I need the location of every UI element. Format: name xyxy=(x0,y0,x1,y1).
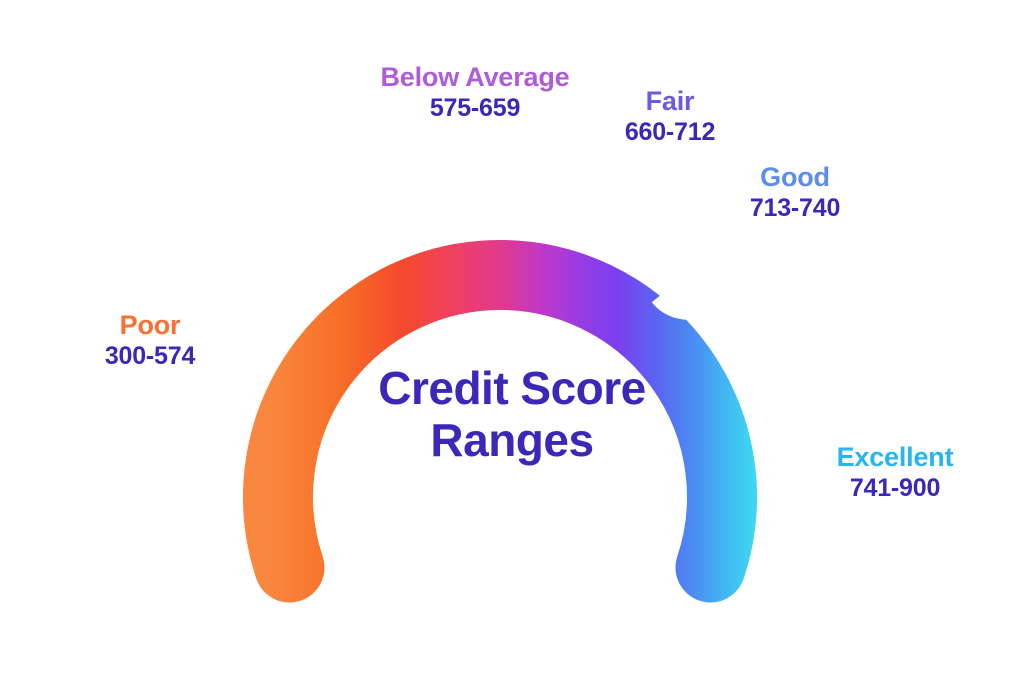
segment-label-below-average: Below Average 575-659 xyxy=(340,62,610,122)
segment-label-fair-range: 660-712 xyxy=(624,118,716,147)
segment-label-poor: Poor 300-574 xyxy=(40,310,260,370)
segment-label-below-average-range: 575-659 xyxy=(429,94,521,123)
separator-poor-below-average xyxy=(368,152,441,242)
chart-title-line-1: Credit Score xyxy=(378,362,646,414)
segment-label-excellent-name: Excellent xyxy=(836,442,954,472)
segment-label-poor-name: Poor xyxy=(119,310,181,340)
segment-label-good: Good 713-740 xyxy=(705,162,885,222)
segment-label-fair: Fair 660-712 xyxy=(585,86,755,146)
gauge-band-group xyxy=(243,239,757,603)
segment-label-good-name: Good xyxy=(760,162,830,192)
segment-label-excellent-range: 741-900 xyxy=(849,474,941,503)
segment-label-below-average-name: Below Average xyxy=(380,62,570,92)
segment-label-fair-name: Fair xyxy=(645,86,695,116)
separator-fair-good xyxy=(609,174,693,271)
separator-good-excellent xyxy=(651,245,734,320)
chart-title: Credit Score Ranges xyxy=(312,362,712,467)
segment-label-good-range: 713-740 xyxy=(749,194,841,223)
segment-label-excellent: Excellent 741-900 xyxy=(790,442,1000,502)
gauge-band-arc xyxy=(243,239,757,603)
segment-label-poor-range: 300-574 xyxy=(104,342,196,371)
segment-separators-group xyxy=(368,124,734,320)
chart-title-line-2: Ranges xyxy=(430,414,594,467)
separator-below-average-fair xyxy=(538,124,587,214)
